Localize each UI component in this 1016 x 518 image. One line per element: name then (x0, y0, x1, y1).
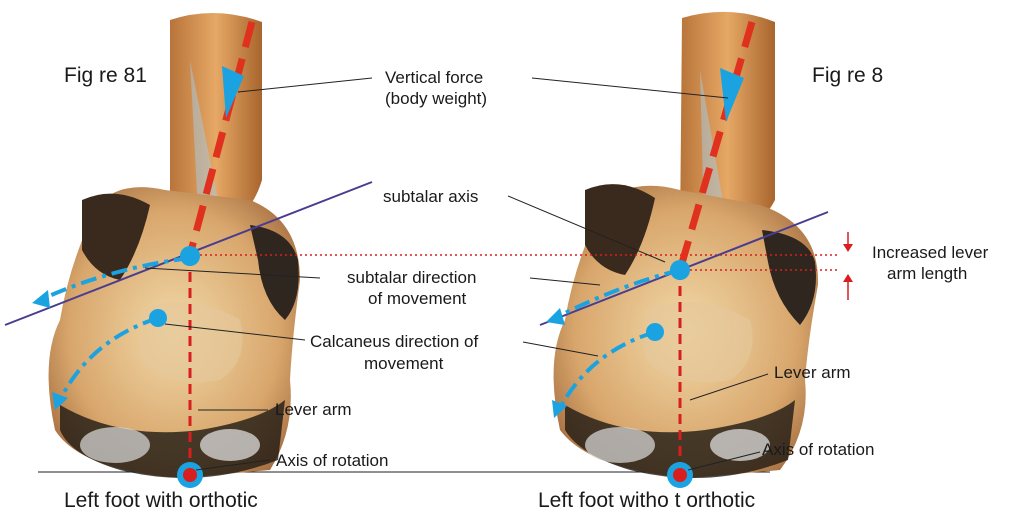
lever-arm-label-right: Lever arm (774, 363, 851, 382)
axis-rotation-label-right: Axis of rotation (762, 440, 874, 459)
subtalar-axis-label: subtalar axis (383, 187, 478, 206)
subtalar-direction-label-2: of movement (368, 289, 467, 308)
body-weight-label: (body weight) (385, 89, 487, 108)
subtalar-direction-label-1: subtalar direction (347, 268, 476, 287)
calcaneus-direction-label-2: movement (364, 354, 444, 373)
increased-lever-indicator (843, 232, 853, 300)
lever-arm-label-left: Lever arm (275, 400, 352, 419)
calcaneus-point-right (646, 323, 664, 341)
vertical-force-label: Vertical force (385, 68, 483, 87)
caption-right: Left foot witho t orthotic (538, 489, 755, 512)
axis-rotation-core-left (183, 468, 197, 482)
subtalar-point-right (670, 260, 690, 280)
subtalar-arrowhead-left (32, 290, 50, 308)
subtalar-point-left (180, 246, 200, 266)
figure-number-left: Fig re 81 (64, 64, 147, 87)
calcaneus-direction-label-1: Calcaneus direction of (310, 332, 478, 351)
axis-rotation-core-right (673, 468, 687, 482)
increased-lever-label-1: Increased lever (872, 243, 989, 262)
calcaneus-point-left (149, 309, 167, 327)
increased-lever-label-2: arm length (887, 264, 967, 283)
figure-number-right: Fig re 8 (812, 64, 883, 87)
axis-rotation-label-left: Axis of rotation (276, 451, 388, 470)
caption-left: Left foot with orthotic (64, 489, 258, 512)
